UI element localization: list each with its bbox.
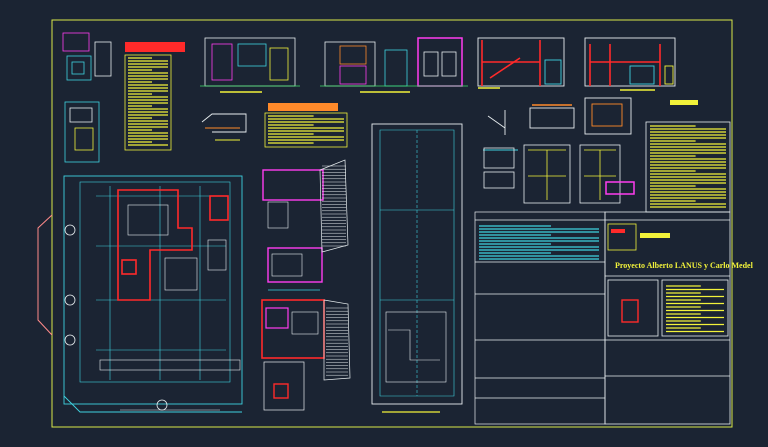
left-bracket (37, 214, 53, 336)
floor-plan-lower-right (261, 299, 351, 411)
column-markers (64, 224, 168, 411)
schedule-table-2 (264, 103, 348, 148)
schedule-table-1 (124, 42, 185, 151)
detail-footing (529, 97, 632, 135)
project-title: Proyecto Alberto LANUS y Carlo Medel (615, 261, 754, 270)
long-plan (371, 123, 463, 413)
detail-beam (483, 110, 518, 151)
elevation-1 (200, 37, 300, 93)
elevation-2 (320, 37, 468, 93)
sheet-border (51, 19, 733, 428)
schedule-table-3 (645, 100, 731, 213)
floor-plan-main (63, 175, 243, 413)
floor-plan-upper (262, 159, 349, 291)
spec-table (474, 211, 606, 425)
section-1 (477, 37, 565, 89)
detail-stair (201, 113, 247, 141)
foundation-details (483, 144, 635, 204)
title-block (604, 211, 731, 425)
section-2 (584, 37, 676, 91)
detail-top-left (62, 32, 112, 163)
